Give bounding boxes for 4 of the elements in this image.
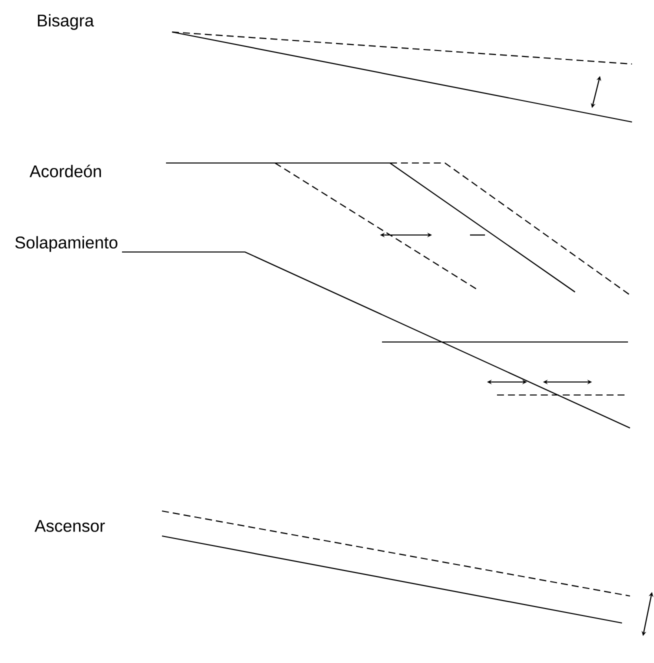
panel-label: Bisagra bbox=[38, 14, 94, 30]
panel-label: Solapamiento bbox=[15, 236, 118, 252]
panel-label: Ascensor bbox=[34, 520, 105, 532]
panel-label: Acordeón bbox=[30, 164, 101, 178]
